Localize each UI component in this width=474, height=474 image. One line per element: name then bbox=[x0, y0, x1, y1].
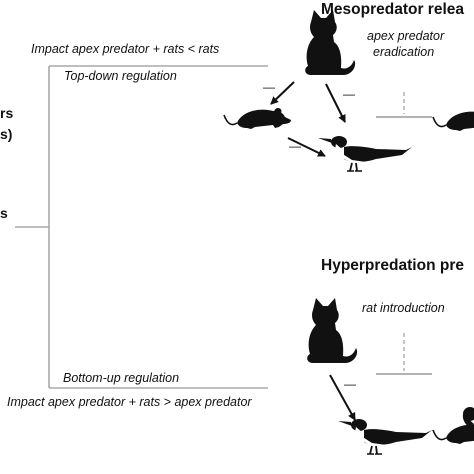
heading-mesopredator-release: Mesopredator relea bbox=[321, 1, 464, 18]
cat-icon bbox=[307, 298, 358, 363]
top-impact-label: Impact apex predator + rats < rats bbox=[31, 42, 220, 56]
cat-icon bbox=[305, 10, 356, 75]
bottom-impact-label: Impact apex predator + rats > apex preda… bbox=[7, 395, 252, 409]
rat-icon bbox=[223, 107, 292, 130]
rat-icon bbox=[432, 422, 474, 445]
left-fragment-2: s) bbox=[0, 126, 13, 142]
left-fragment-3: s bbox=[0, 205, 8, 221]
top-intervention-line1: apex predator bbox=[367, 29, 445, 43]
top-intervention-line2: eradication bbox=[373, 45, 435, 59]
heading-hyperpredation: Hyperpredation pre bbox=[321, 257, 464, 274]
left-fragment-1: rs bbox=[0, 105, 14, 121]
arrow-sign: — bbox=[263, 80, 275, 94]
seabird-icon bbox=[317, 135, 413, 172]
seabird-icon bbox=[462, 407, 474, 428]
arrow-sign: — bbox=[343, 87, 355, 101]
rat-icon bbox=[432, 109, 474, 132]
top-regulation-label: Top-down regulation bbox=[64, 69, 177, 83]
arrow-sign: — bbox=[289, 139, 301, 153]
bottom-regulation-label: Bottom-up regulation bbox=[63, 371, 180, 385]
seabird-icon bbox=[337, 418, 433, 455]
arrow-sign: — bbox=[344, 377, 356, 391]
bottom-intervention-label: rat introduction bbox=[362, 301, 445, 315]
